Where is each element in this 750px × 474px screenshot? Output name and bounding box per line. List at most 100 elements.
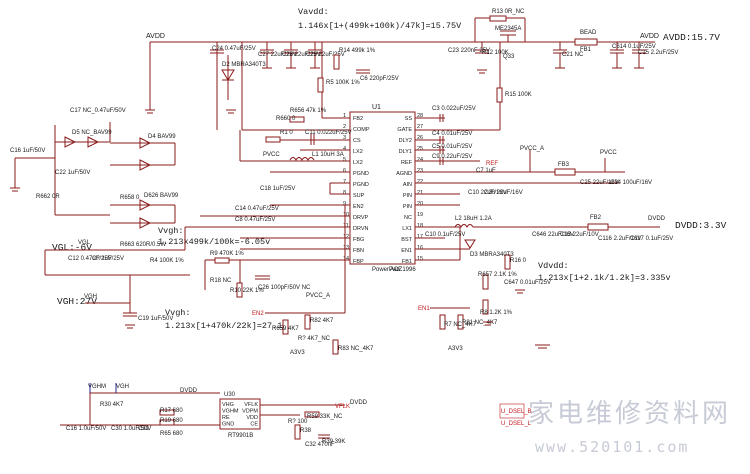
- vgh-2-label: VGH: [116, 384, 129, 390]
- u1-pin-number: 16: [417, 245, 423, 251]
- a3v3-1-label: A3V3: [290, 350, 305, 356]
- u1-pin-number: 17: [417, 234, 423, 240]
- u1-pin-drvp: DRVP: [353, 215, 369, 221]
- r15-label: R15 100K: [505, 92, 532, 98]
- fb3-label: FB3: [558, 162, 570, 168]
- r17-label: R17 680: [160, 408, 183, 414]
- r13-mosfet: [474, 15, 526, 42]
- u1-pin-fb1: FB1: [402, 259, 412, 265]
- dvdd-output: [454, 223, 660, 315]
- u1-right-wiring: [415, 117, 620, 261]
- r660-label: R660 0: [276, 116, 296, 122]
- u1-pin-number: 25: [417, 146, 423, 152]
- u1-pin-number: 9: [343, 201, 346, 207]
- vgl-spec: VGL:-6V: [52, 242, 92, 253]
- c26-label: C26 100pF/50V NC: [258, 285, 311, 291]
- u30-part: RT9901B: [228, 433, 253, 439]
- c3-label: C3 0.022uF/25V: [432, 106, 476, 112]
- r30-label: R30 4K7: [100, 402, 124, 408]
- vghm-label: VGHM: [88, 384, 106, 390]
- u1-pin-number: 7: [343, 179, 346, 185]
- dvdd-1-label: DVDD: [648, 216, 666, 222]
- u1-pin-number: 4: [343, 146, 346, 152]
- u1-pin-number: 14: [343, 256, 349, 262]
- c116-label: C116 2.2uF/16V: [598, 236, 641, 242]
- signal-lines: [89, 383, 117, 393]
- u30-pin-vdpm: VDPM: [242, 409, 258, 415]
- r13-label: R13 0R_NC: [492, 9, 525, 15]
- vgl-net-label: VGL: [78, 240, 91, 246]
- u1-pin-number: 18: [417, 223, 423, 229]
- c27-label: C27 22uF/25V: [258, 52, 297, 58]
- vvgh-title: Vvgh:: [158, 226, 184, 236]
- c4-label: C4 0.01uF/25V: [432, 131, 472, 137]
- u1-pin-bst: BST: [401, 237, 412, 243]
- u30-pin-vdd: VDD: [246, 415, 258, 421]
- r9-label: R9 470K 1%: [210, 251, 244, 257]
- u1-pin-fb2: FB2: [353, 116, 363, 122]
- u1-pin-number: 27: [417, 124, 423, 130]
- d2-diode: [221, 55, 235, 100]
- d4-label: D4 BAV99: [148, 134, 176, 140]
- u1-pin-agnd: AGND: [396, 171, 412, 177]
- en2-network: [265, 205, 346, 355]
- vavdd-title: Vavdd:: [298, 7, 329, 17]
- u1-pin-fbn: FBN: [353, 248, 364, 254]
- vvgh2-title: Vvgh:: [165, 308, 191, 318]
- u30-pin-vhg: VHG: [222, 402, 234, 408]
- c646-label: C646 22uF/16V: [532, 232, 574, 238]
- c10b-label: C10 0.1uF/25V: [425, 232, 465, 238]
- r83-label: R83 NC_4K7: [338, 346, 374, 352]
- u1-pin-number: 13: [343, 245, 349, 251]
- c23-label: C23 220nF 25V: [448, 48, 490, 54]
- right-caps: [439, 114, 444, 165]
- u1-pin-pgnd: PGND: [353, 171, 369, 177]
- u1-pin-pin: PIN: [403, 204, 412, 210]
- r8-label: R8 1.2K 1%: [480, 310, 513, 316]
- u30-pin-ce: CE: [250, 422, 258, 428]
- c15-label: C15 2.2uF/25V: [638, 50, 678, 56]
- c647-label: C647 0.01uF/25V: [504, 280, 551, 286]
- u1-pin-lx2: LX2: [353, 160, 363, 166]
- c29-label: C29 22uF/25V: [306, 52, 345, 58]
- u1-pin-number: 24: [417, 157, 423, 163]
- u30-ref: U30: [224, 392, 236, 398]
- r662-label: R662 0R: [36, 194, 60, 200]
- c6-label: C6 220pF/25V: [360, 76, 399, 82]
- c19-label: C19 1uF/50V: [138, 316, 173, 322]
- vflk-label: VFLK: [335, 404, 350, 410]
- fb1-label: FB1: [580, 47, 592, 53]
- watermark: 家电维修资料网 www.520101.com: [498, 388, 748, 474]
- r18-label: R18 NC: [210, 278, 232, 284]
- avdd-spec: AVDD:15.7V: [663, 32, 720, 43]
- r-nc4k7-label: R? 4K7_NC: [298, 336, 331, 342]
- u1-pin-number: 2: [343, 124, 346, 130]
- vdvdd-title: Vdvdd:: [538, 261, 569, 271]
- c5-label: C5 0.01uF/25V: [432, 144, 472, 150]
- r7-label: R7 NC_4K7: [444, 322, 477, 328]
- ref-label: REF: [486, 161, 498, 167]
- u1-pin-gate: GATE: [397, 127, 412, 133]
- u1-pad: PowerPad: [372, 267, 400, 273]
- dvdd-spec: DVDD:3.3V: [675, 220, 727, 231]
- u1-pin-number: 23: [417, 168, 423, 174]
- u1-pin-fbp: FBP: [353, 259, 364, 265]
- r1-label: R1 0: [280, 130, 293, 136]
- c7-label: C7 1uF: [476, 168, 496, 174]
- c13-label: C13 22uF/10V: [560, 232, 599, 238]
- c9-label: C9 0.22uF/25V: [432, 154, 472, 160]
- a3v3-2-label: A3V3: [448, 346, 463, 352]
- u1-pin-number: 28: [417, 113, 423, 119]
- u30-pin-re: RE: [222, 415, 230, 421]
- u1-pin-number: 1: [343, 113, 346, 119]
- c34-label: C34 100uF/16V: [610, 180, 652, 186]
- q33-label: Q33: [503, 54, 515, 60]
- r656-r1-c11: [265, 116, 315, 145]
- c30-label: C30 1.0uF/50V: [111, 426, 151, 432]
- u30-ic: [60, 392, 345, 440]
- u1-pin-number: 19: [417, 212, 423, 218]
- c28-label: C28 22uF/25V: [282, 52, 321, 58]
- c22-label: C22 1uF/50V: [55, 170, 90, 176]
- c117-label: C117 0.1uF/25V: [630, 236, 673, 242]
- vvgh-formula: 1.213x499k/100k=-6.05v: [158, 237, 270, 247]
